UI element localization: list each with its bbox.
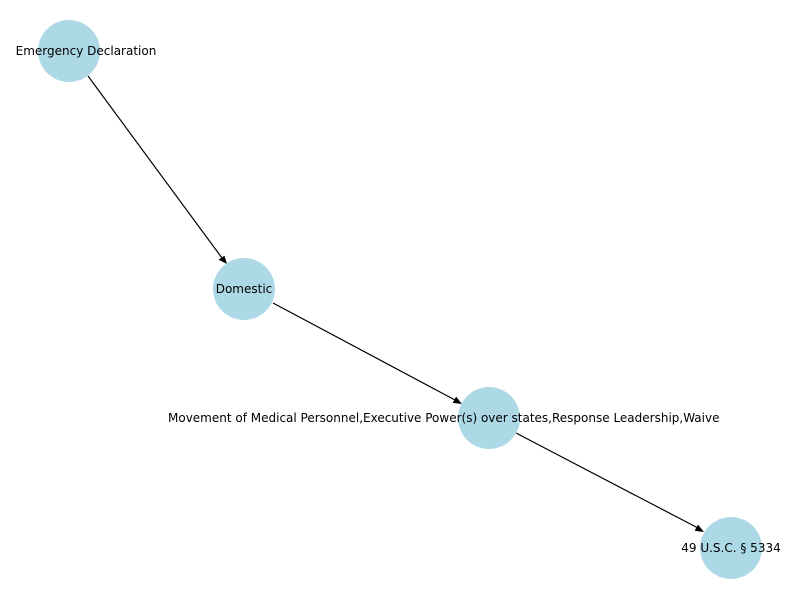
edge-layer bbox=[87, 75, 704, 532]
edge-emergency-to-domestic bbox=[87, 75, 227, 264]
node-circle bbox=[213, 258, 275, 320]
edge-powers-to-usc bbox=[515, 432, 704, 532]
node-label: Emergency Declaration bbox=[16, 44, 157, 58]
node-label: Domestic bbox=[216, 282, 273, 296]
node-label: 49 U.S.C. § 5334 bbox=[681, 541, 780, 555]
node-emergency-declaration: Emergency Declaration bbox=[16, 20, 157, 82]
node-circle bbox=[458, 387, 520, 449]
edge-domestic-to-powers bbox=[272, 302, 462, 404]
node-circle bbox=[700, 517, 762, 579]
node-circle bbox=[38, 20, 100, 82]
node-label: Movement of Medical Personnel,Executive … bbox=[168, 411, 719, 425]
node-layer: Emergency Declaration Domestic Movement … bbox=[16, 20, 781, 579]
node-domestic: Domestic bbox=[213, 258, 275, 320]
node-49-usc-5334: 49 U.S.C. § 5334 bbox=[681, 517, 781, 579]
node-powers: Movement of Medical Personnel,Executive … bbox=[168, 387, 719, 449]
